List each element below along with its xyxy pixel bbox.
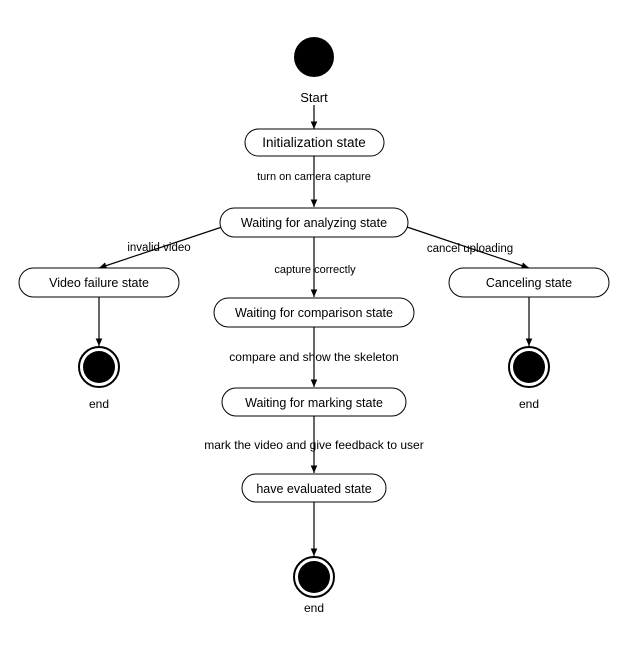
state-video-failure-label: Video failure state xyxy=(49,276,149,290)
initial-node xyxy=(294,37,334,77)
final-node-main-label: end xyxy=(304,601,324,615)
state-waiting-marking-label: Waiting for marking state xyxy=(245,396,383,410)
edge-analyzing-to-canceling xyxy=(406,226,530,269)
state-initialization xyxy=(244,128,385,157)
state-initialization-label: Initialization state xyxy=(262,135,366,150)
transition-label-mark-feedback: mark the video and give feedback to user xyxy=(204,438,423,452)
final-node-failure xyxy=(78,346,120,388)
final-node-failure-label: end xyxy=(89,397,109,411)
state-waiting-marking xyxy=(221,387,407,417)
transition-label-turn-on-camera: turn on camera capture xyxy=(257,171,371,183)
state-canceling-label: Canceling state xyxy=(486,276,572,290)
state-waiting-comparison xyxy=(213,297,415,328)
state-canceling xyxy=(448,267,610,298)
final-node-cancel-label: end xyxy=(519,397,539,411)
final-node-cancel xyxy=(508,346,550,388)
transition-label-invalid-video: invalid video xyxy=(127,242,190,254)
start-label: Start xyxy=(300,90,328,105)
state-waiting-analyzing xyxy=(219,207,409,238)
state-have-evaluated-label: have evaluated state xyxy=(256,482,371,496)
edge-analyzing-to-failure xyxy=(98,226,223,269)
transition-label-cancel-uploading: cancel uploading xyxy=(427,243,513,255)
state-waiting-comparison-label: Waiting for comparison state xyxy=(235,306,393,320)
state-video-failure xyxy=(18,267,180,298)
transitions xyxy=(95,105,533,556)
state-waiting-analyzing-label: Waiting for analyzing state xyxy=(241,216,387,230)
state-have-evaluated xyxy=(241,473,387,503)
transition-label-compare-skeleton: compare and show the skeleton xyxy=(229,350,398,364)
final-node-main xyxy=(293,556,335,598)
transition-label-capture-correctly: capture correctly xyxy=(274,264,356,276)
